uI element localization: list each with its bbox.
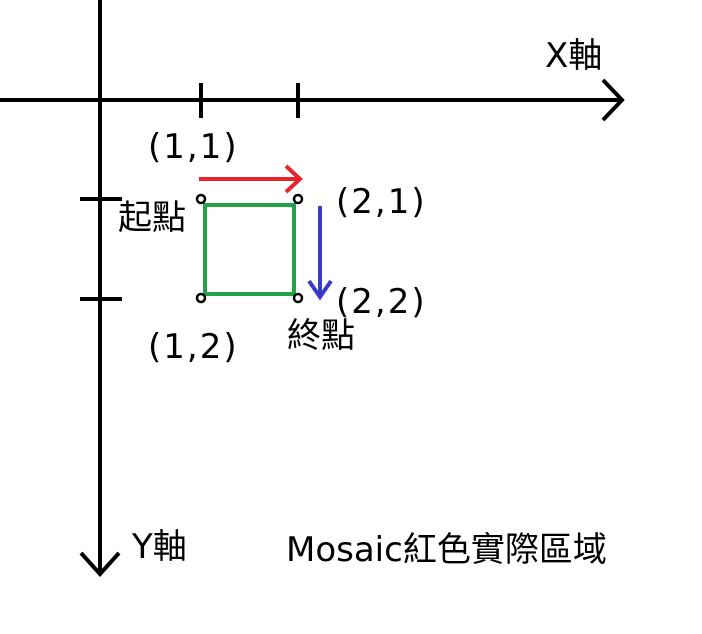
point-2-1-marker bbox=[292, 193, 304, 205]
point-1-1-label: (1,1) bbox=[148, 127, 239, 167]
x-direction-arrowhead bbox=[284, 164, 303, 194]
y-axis-arrowhead bbox=[79, 551, 121, 577]
x-axis-label: X軸 bbox=[545, 36, 602, 76]
point-2-1-label: (2,1) bbox=[336, 182, 427, 222]
start-label: 起點 bbox=[118, 198, 186, 238]
caption-text: Mosaic紅色實際區域 bbox=[286, 530, 607, 570]
x-axis-arrowhead bbox=[601, 78, 625, 122]
y-direction-arrowhead bbox=[307, 279, 333, 301]
end-label: 終點 bbox=[287, 316, 355, 356]
point-2-2-label: (2,2) bbox=[336, 282, 427, 322]
mosaic-region-rect bbox=[203, 203, 296, 296]
point-1-1-marker bbox=[195, 193, 207, 205]
y-axis-label: Y軸 bbox=[131, 527, 187, 567]
point-1-2-marker bbox=[195, 292, 207, 304]
point-2-2-marker bbox=[292, 292, 304, 304]
point-1-2-label: (1,2) bbox=[148, 327, 239, 367]
